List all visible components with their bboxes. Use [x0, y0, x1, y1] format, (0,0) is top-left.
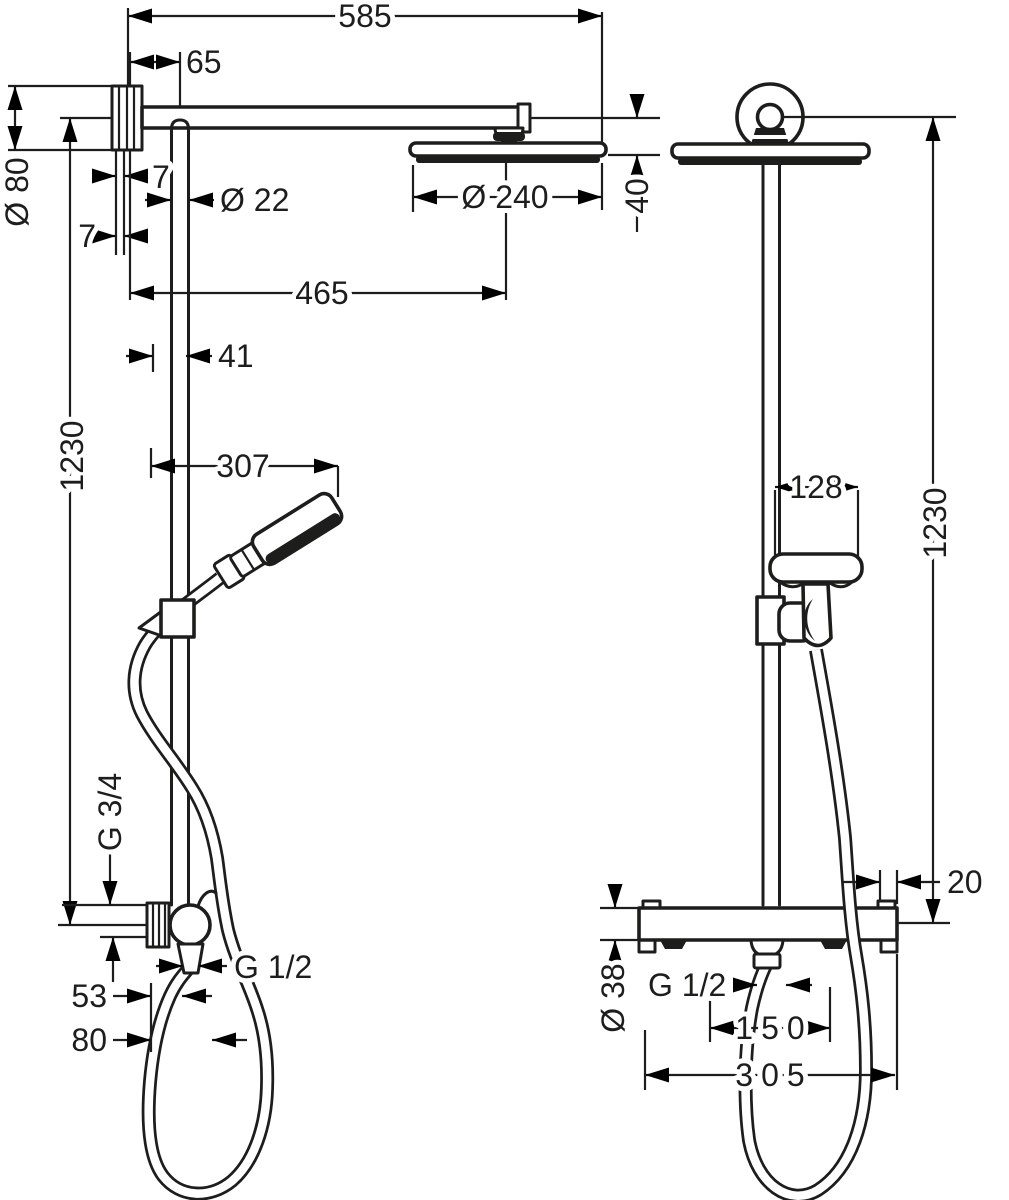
dim-label-40: 40: [619, 178, 655, 214]
valve-outlet-cone: [176, 942, 205, 975]
dim-label-53: 53: [71, 978, 107, 1014]
valve-union-right: [820, 940, 847, 949]
slider-clamp: [137, 609, 164, 638]
dim-label-g12-right: G 1/2: [648, 967, 726, 1003]
dim-label-dia80: Ø 80: [0, 157, 35, 226]
overhead-shower-head: [408, 141, 608, 158]
supply-valve: [145, 889, 218, 975]
dim-label-1230-right: 1230: [917, 487, 953, 558]
side-view-figure: [637, 82, 899, 1200]
dim-label-80: 80: [71, 1022, 107, 1058]
dimensions: [7, 8, 956, 1090]
arm-circle-inner: [755, 102, 785, 132]
hand-shower: [212, 491, 344, 589]
dim-label-7-upper: 7: [152, 159, 170, 195]
dim-label-65: 65: [186, 44, 222, 80]
dim-label-dia38: Ø 38: [595, 963, 631, 1032]
valve-ball: [168, 903, 212, 947]
dim-label-20: 20: [947, 864, 983, 900]
front-view-figure: [110, 84, 608, 1200]
hand-shower-handle-side: [801, 582, 833, 648]
overhead-shower-face: [416, 156, 600, 163]
dim-label-41: 41: [218, 338, 254, 374]
hand-shower-head: [250, 491, 344, 567]
dim-label-dia22: Ø 22: [220, 182, 289, 218]
overhead-head-side: [670, 142, 871, 160]
hand-shower-face: [265, 513, 341, 564]
dim-label-128: 128: [789, 469, 842, 505]
dim-label-g12-left: G 1/2: [234, 949, 312, 985]
dim-label-1230-left: 1230: [54, 420, 90, 491]
valve-union-left: [660, 940, 687, 949]
dim-label-465: 465: [295, 275, 348, 311]
dim-label-305: 305: [735, 1057, 812, 1093]
dim-label-g34: G 3/4: [92, 773, 128, 851]
side-hose: [738, 648, 874, 1200]
dimension-labels: 585 65 Ø 80 7 7 Ø 22 Ø 240 40 465 41 123…: [0, 0, 983, 1093]
dim-label-307: 307: [216, 448, 269, 484]
dim-label-dia240: Ø 240: [461, 179, 548, 215]
holder-dish: [768, 552, 864, 584]
dim-label-585: 585: [338, 0, 391, 34]
valve-outlet-nut: [752, 952, 782, 970]
hand-shower-slider: [159, 598, 196, 639]
valve-lever: [196, 889, 218, 908]
dim-label-150: 150: [735, 1010, 812, 1046]
shower-arm: [140, 105, 522, 130]
riser-pipe-top: [170, 118, 190, 131]
hand-shower-hose: [127, 572, 275, 1200]
dim-label-7-lower: 7: [78, 218, 96, 254]
